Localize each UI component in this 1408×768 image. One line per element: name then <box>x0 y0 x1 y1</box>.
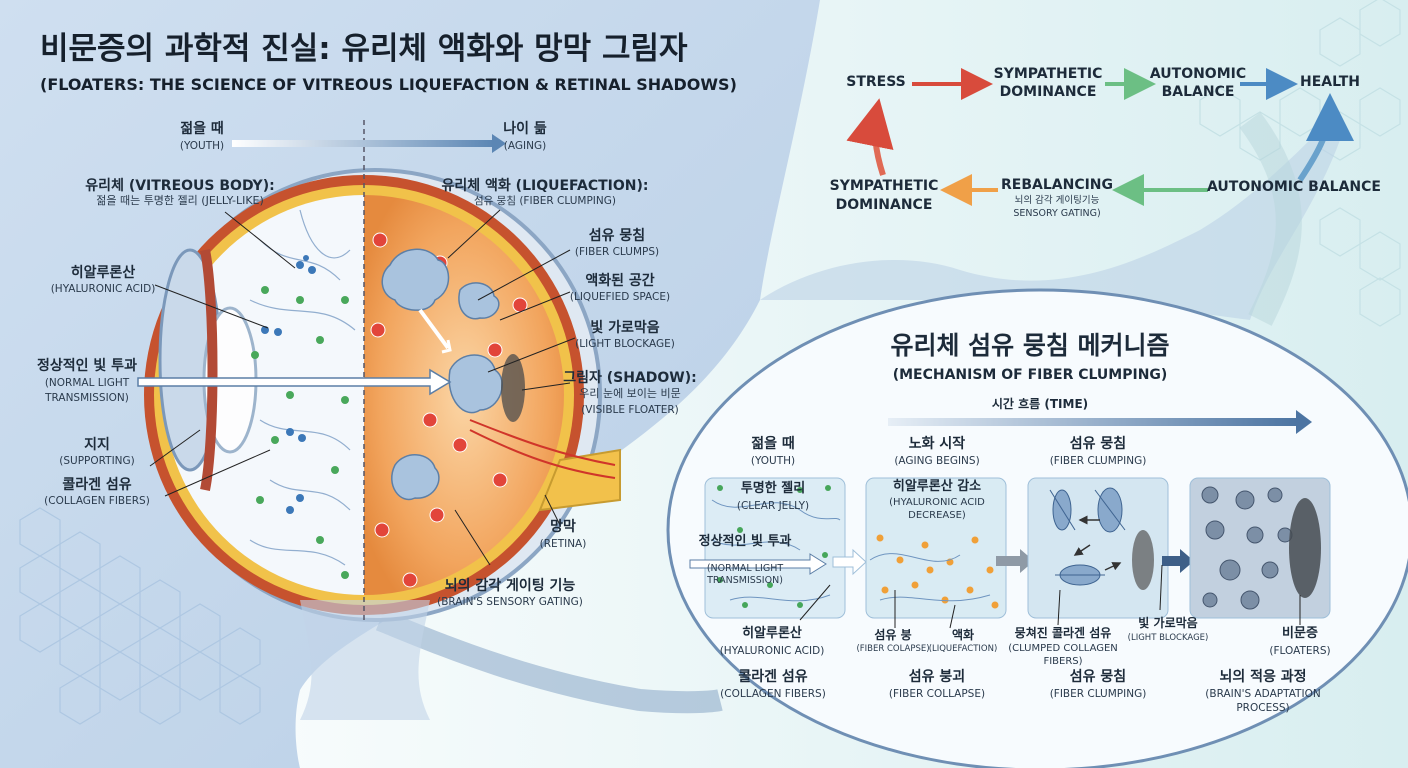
stage-aging-begins-en: (AGING BEGINS) <box>894 455 979 467</box>
liquefaction-en: (LIQUEFACTION) <box>929 645 998 655</box>
bottom-fiber-clumping-ko: 섬유 뭉침 <box>1070 669 1126 685</box>
label-shadow-ko: 그림자 (SHADOW): <box>563 370 697 386</box>
mech-light-en1: (NORMAL LIGHT <box>707 564 783 575</box>
bottom-adaptation-en1: (BRAIN'S ADAPTATION <box>1205 688 1320 700</box>
stage-fiber-clumping-ko: 섬유 뭉침 <box>1070 436 1126 452</box>
flow-rebalancing-sub-1: 뇌의 감각 게이팅기능 <box>1015 196 1100 207</box>
floaters-ko: 비문증 <box>1282 627 1318 642</box>
stage-fiber-clumping-en: (FIBER CLUMPING) <box>1050 455 1147 467</box>
label-vitreous-ko: 유리체 (VITREOUS BODY): <box>85 178 274 194</box>
flow-autonomic-top-1: AUTONOMIC <box>1150 66 1246 82</box>
clumped-en1: (CLUMPED COLLAGEN <box>1008 643 1118 655</box>
flow-sympathetic-top-1: SYMPATHETIC <box>994 66 1103 82</box>
page-subtitle: (FLOATERS: THE SCIENCE OF VITREOUS LIQUE… <box>40 76 737 94</box>
label-blockage-en: (LIGHT BLOCKAGE) <box>575 338 675 350</box>
flow-sympathetic-bottom-2: DOMINANCE <box>836 197 933 213</box>
label-collagen-ko: 콜라겐 섬유 <box>62 477 131 493</box>
bottom-collagen-ko: 콜라겐 섬유 <box>738 669 807 685</box>
mechanism-subtitle: (MECHANISM OF FIBER CLUMPING) <box>893 367 1168 383</box>
label-support-en: (SUPPORTING) <box>59 455 135 467</box>
light-block-ko: 빛 가로막음 <box>1138 617 1197 631</box>
label-shadow-en1: 우리 눈에 보이는 비문 <box>579 388 681 401</box>
fiber-collapse-small-ko: 섬유 붕 <box>874 629 911 643</box>
label-shadow-en2: (VISIBLE FLOATER) <box>581 404 679 416</box>
label-clumps-ko: 섬유 뭉침 <box>589 228 645 244</box>
bottom-adaptation-ko: 뇌의 적응 과정 <box>1219 669 1306 685</box>
clear-jelly-ko: 투명한 젤리 <box>741 482 805 497</box>
label-liquefaction-ko: 유리체 액화 (LIQUEFACTION): <box>442 178 649 194</box>
fiber-collapse-small-en: (FIBER COLAPSE) <box>856 645 929 655</box>
label-retina-en: (RETINA) <box>540 538 587 550</box>
mech-light-ko: 정상적인 빛 투과 <box>699 535 792 550</box>
label-light-en2: TRANSMISSION) <box>45 392 129 404</box>
light-block-en: (LIGHT BLOCKAGE) <box>1128 634 1209 644</box>
label-liquefaction-en: 섬유 뭉침 (FIBER CLUMPING) <box>474 195 616 207</box>
ha-decrease-ko: 히알루론산 감소 <box>893 480 981 495</box>
timeline-aging-en: (AGING) <box>504 140 546 152</box>
bottom-fiber-collapse-en: (FIBER COLLAPSE) <box>889 688 985 700</box>
label-light-ko: 정상적인 빛 투과 <box>37 358 137 374</box>
bottom-fiber-collapse-ko: 섬유 붕괴 <box>909 669 965 685</box>
liquefaction-ko: 액화 <box>952 629 974 643</box>
clumped-en2: FIBERS) <box>1043 656 1082 668</box>
mech-light-en2: TRANSMISSION) <box>707 576 783 587</box>
flow-sympathetic-top-2: DOMINANCE <box>1000 84 1097 100</box>
stage-youth-ko: 젊을 때 <box>751 436 795 452</box>
floaters-en: (FLOATERS) <box>1269 645 1330 657</box>
flow-rebalancing: REBALANCING <box>1001 177 1113 193</box>
label-clumps-en: (FIBER CLUMPS) <box>575 246 659 258</box>
ha-decrease-en2: DECREASE) <box>908 510 966 522</box>
flow-autonomic-top-2: BALANCE <box>1162 84 1235 100</box>
mech-ha-ko: 히알루론산 <box>742 627 802 642</box>
flow-sympathetic-bottom-1: SYMPATHETIC <box>830 178 939 194</box>
mech-ha-en: (HYALURONIC ACID) <box>720 645 825 657</box>
label-space-ko: 액화된 공간 <box>585 273 654 289</box>
label-hyaluronic-ko: 히알루론산 <box>71 265 135 281</box>
label-hyaluronic-en: (HYALURONIC ACID) <box>51 283 156 295</box>
bottom-adaptation-en2: PROCESS) <box>1236 702 1289 714</box>
label-gating-en: (BRAIN'S SENSORY GATING) <box>437 596 583 608</box>
mechanism-title: 유리체 섬유 뭉침 메커니즘 <box>890 332 1169 361</box>
label-space-en: (LIQUEFIED SPACE) <box>570 291 670 303</box>
label-collagen-en: (COLLAGEN FIBERS) <box>44 495 150 507</box>
mechanism-time-label: 시간 흐름 (TIME) <box>992 398 1088 412</box>
bottom-collagen-en: (COLLAGEN FIBERS) <box>720 688 826 700</box>
timeline-youth-en: (YOUTH) <box>180 140 224 152</box>
bottom-fiber-clumping-en: (FIBER CLUMPING) <box>1050 688 1147 700</box>
clear-jelly-en: (CLEAR JELLY) <box>737 500 809 512</box>
flow-autonomic-balance: AUTONOMIC BALANCE <box>1207 179 1381 195</box>
clumped-ko: 뭉쳐진 콜라겐 섬유 <box>1015 627 1112 641</box>
label-retina-ko: 망막 <box>550 519 576 535</box>
label-gating-ko: 뇌의 감각 게이팅 기능 <box>445 578 576 594</box>
stage-aging-begins-ko: 노화 시작 <box>909 436 965 452</box>
timeline-aging-ko: 나이 듦 <box>503 121 547 137</box>
timeline-youth-ko: 젊을 때 <box>180 121 224 137</box>
label-light-en1: (NORMAL LIGHT <box>45 377 129 389</box>
page-title: 비문증의 과학적 진실: 유리체 액화와 망막 그림자 <box>40 32 688 68</box>
flow-rebalancing-sub-2: SENSORY GATING) <box>1013 209 1100 220</box>
ha-decrease-en1: (HYALURONIC ACID <box>889 497 985 509</box>
flow-health: HEALTH <box>1300 74 1360 90</box>
label-blockage-ko: 빛 가로막음 <box>590 320 659 336</box>
flow-stress: STRESS <box>846 74 906 90</box>
label-vitreous-en: 젊을 때는 투명한 젤리 (JELLY-LIKE) <box>96 195 264 208</box>
label-support-ko: 지지 <box>84 437 110 453</box>
stage-youth-en: (YOUTH) <box>751 455 795 467</box>
